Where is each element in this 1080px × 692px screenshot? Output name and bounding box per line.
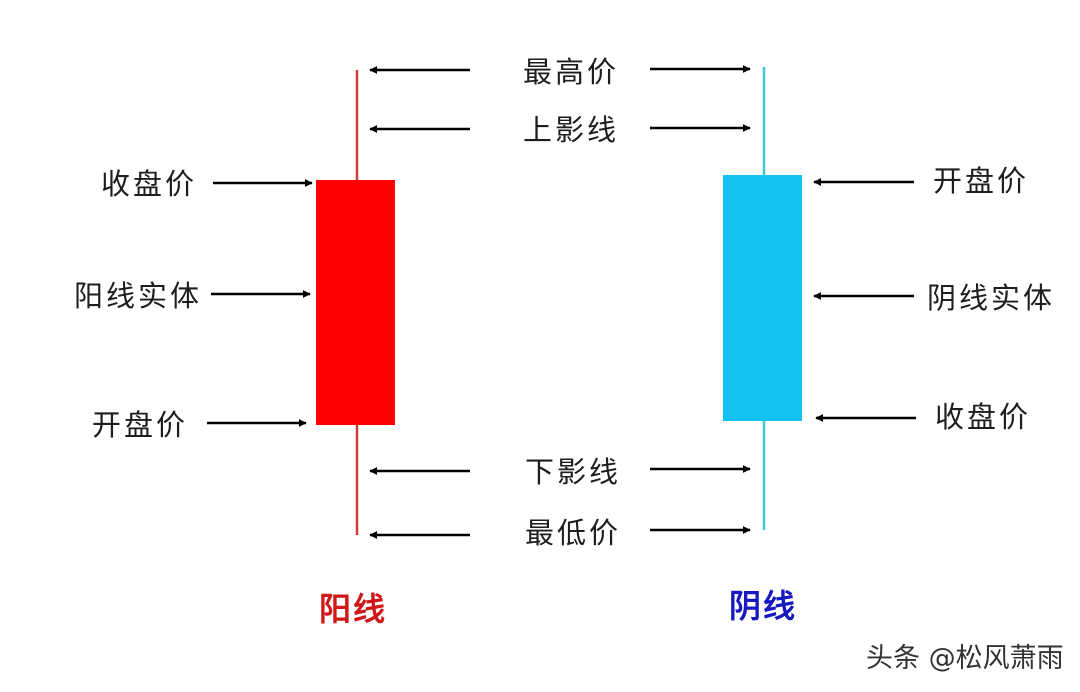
bearish-title: 阴线: [729, 587, 798, 625]
bullish-body: [316, 180, 395, 425]
label-high: 最高价: [523, 55, 620, 89]
label-low: 最低价: [525, 516, 622, 550]
watermark: 头条 @松风萧雨: [866, 643, 1064, 674]
bearish-body: [723, 175, 802, 421]
label-bullish-body: 阳线实体: [74, 279, 203, 313]
label-bullish-open: 开盘价: [92, 408, 189, 442]
label-bearish-close: 收盘价: [935, 400, 1032, 434]
label-bearish-body: 阴线实体: [927, 281, 1056, 315]
label-bullish-close: 收盘价: [101, 167, 198, 201]
label-lower-shadow: 下影线: [525, 455, 622, 489]
label-upper-shadow: 上影线: [523, 113, 620, 147]
bullish-title: 阳线: [319, 590, 388, 628]
label-bearish-open: 开盘价: [933, 164, 1030, 198]
